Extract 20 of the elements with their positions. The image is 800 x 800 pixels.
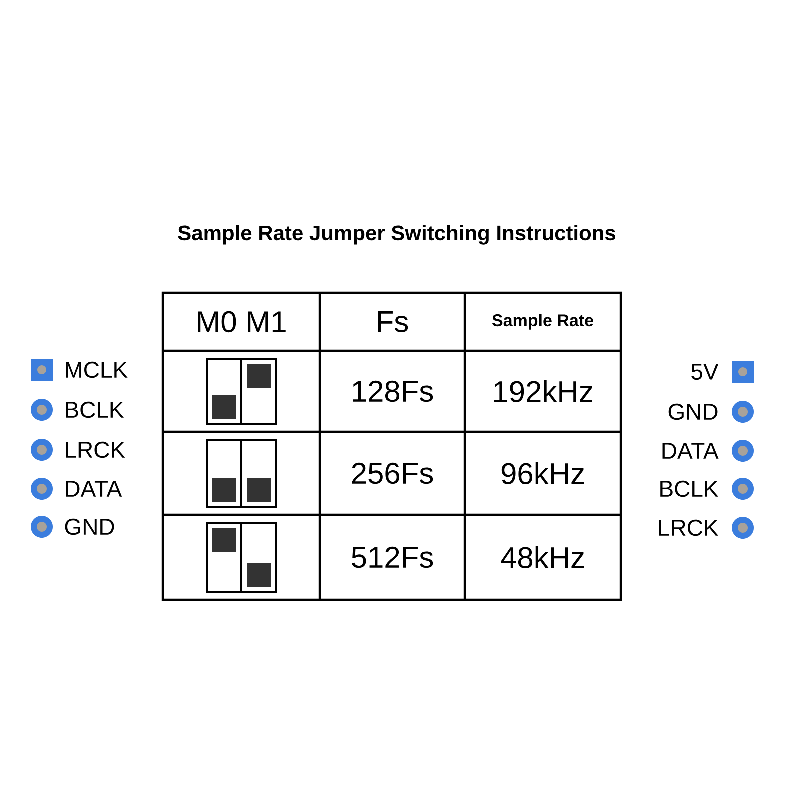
cell-value: 256Fs — [352, 462, 434, 484]
pin-label: BCLK — [660, 480, 719, 498]
pin-label: LRCK — [659, 520, 719, 536]
header-text: M0 M1 — [198, 311, 286, 333]
header-text: Fs — [378, 312, 408, 332]
pin-label: DATA — [66, 481, 122, 497]
cell-value: 128Fs — [353, 380, 434, 402]
pin-label: BCLK — [66, 402, 124, 418]
pin-label: LRCK — [66, 442, 126, 458]
pin-label: 5V — [692, 364, 719, 380]
pin-label: GND — [65, 518, 114, 536]
pin-label: GND — [668, 404, 718, 420]
title: Sample Rate Jumper Switching Instructions — [178, 225, 616, 245]
pin-label: MCLK — [66, 362, 128, 378]
cell-value: 192kHz — [494, 380, 592, 403]
header-text: Sample Rate — [492, 314, 594, 330]
cell-value: 96kHz — [502, 462, 584, 485]
pin-label: DATA — [662, 443, 719, 459]
cell-value: 48kHz — [501, 546, 584, 569]
cell-value: 512Fs — [352, 546, 434, 568]
